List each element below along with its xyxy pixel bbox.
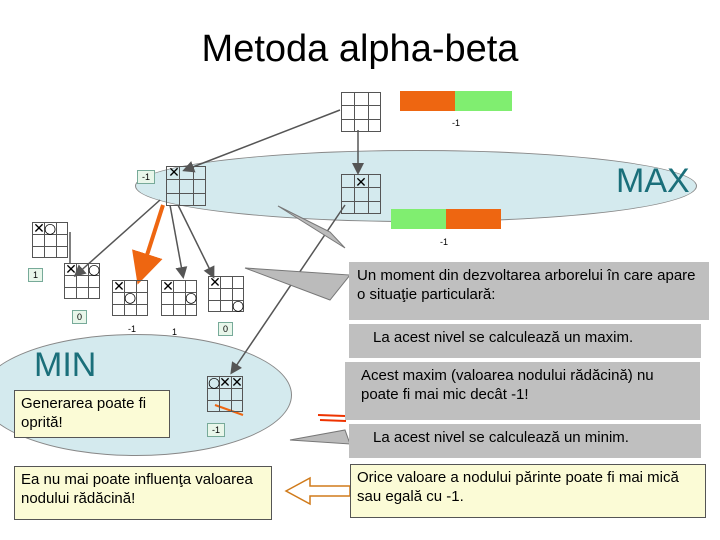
x-mark-icon: ✕ — [355, 175, 367, 191]
max-right-value: -1 — [440, 237, 449, 247]
callout-pointer-max — [277, 205, 346, 249]
min-right-board: ○ ✕ ✕ — [207, 376, 243, 412]
leaf2-value: 0 — [72, 310, 88, 324]
root-board — [341, 92, 381, 132]
callout-stop-generation: Generarea poate fi oprită! — [14, 390, 170, 438]
callout-no-influence: Ea nu mai poate influenţa valoarea nodul… — [14, 466, 272, 520]
o-mark-icon: ○ — [185, 290, 198, 306]
root-value: -1 — [452, 118, 461, 128]
max-right-bar-orange — [446, 209, 501, 229]
leaf5-board: ✕ ○ — [208, 275, 245, 314]
max-right-bar-green — [391, 209, 446, 229]
min-right-value: -1 — [207, 423, 226, 437]
callout-moment: Un moment din dezvoltarea arborelui în c… — [349, 262, 709, 320]
x-mark-icon: ✕ — [65, 262, 77, 278]
o-mark-icon: ○ — [208, 375, 221, 391]
o-mark-icon: ○ — [124, 290, 137, 306]
edge-left-leaf5 — [177, 204, 215, 279]
x-mark-icon: ✕ — [209, 275, 221, 291]
x-mark-icon: ✕ — [33, 221, 45, 237]
x-mark-icon: ✕ — [231, 375, 243, 391]
o-mark-icon: ○ — [44, 221, 57, 237]
mini-board-top-left: ✕ ○ — [32, 222, 68, 258]
callout-pointer-min — [289, 429, 351, 445]
o-mark-icon: ○ — [232, 298, 245, 314]
leaf4-board: ✕ ○ — [161, 280, 197, 316]
max-left-value: -1 — [137, 170, 156, 184]
x-mark-icon: ✕ — [219, 375, 231, 391]
x-mark-icon: ✕ — [168, 165, 180, 181]
leaf3-board: ✕ ○ — [112, 280, 148, 316]
x-mark-icon: ✕ — [162, 279, 174, 295]
max-level-label: MAX — [616, 162, 690, 200]
edge-left-leaf3 — [132, 204, 165, 285]
callout-max-bound: Acest maxim (valoarea nodului rădăcină) … — [345, 362, 700, 420]
callout-pointer-moment — [244, 267, 351, 301]
callout-max-level: La acest nivel se calculează un maxim. — [349, 324, 701, 358]
slide-title: Metoda alpha-beta — [201, 28, 519, 70]
leaf5-value: 0 — [218, 322, 234, 336]
highlight-line-2 — [319, 419, 347, 422]
callout-min-level: La acest nivel se calculează un minim. — [349, 424, 701, 458]
edge-left-leaf4 — [169, 204, 188, 279]
callout-parent-value: Orice valoare a nodului părinte poate fi… — [350, 464, 706, 518]
leaf1-board: ✕ ○ — [64, 263, 100, 299]
leaf1-value: 1 — [28, 268, 44, 282]
edge-left-leaf1 — [73, 199, 161, 277]
min-level-label: MIN — [34, 346, 97, 384]
o-mark-icon: ○ — [88, 262, 101, 278]
max-right-board: ✕ — [341, 174, 381, 214]
max-left-board: ✕ — [166, 166, 206, 206]
root-bar-green — [455, 91, 512, 111]
root-bar-orange — [400, 91, 455, 111]
highlight-line-1 — [317, 414, 346, 417]
leaf3-value: -1 — [128, 324, 137, 334]
leaf4-value: 1 — [172, 327, 178, 337]
x-mark-icon: ✕ — [113, 279, 125, 295]
left-arrow-icon — [284, 476, 351, 506]
edge-root-left — [182, 109, 341, 173]
